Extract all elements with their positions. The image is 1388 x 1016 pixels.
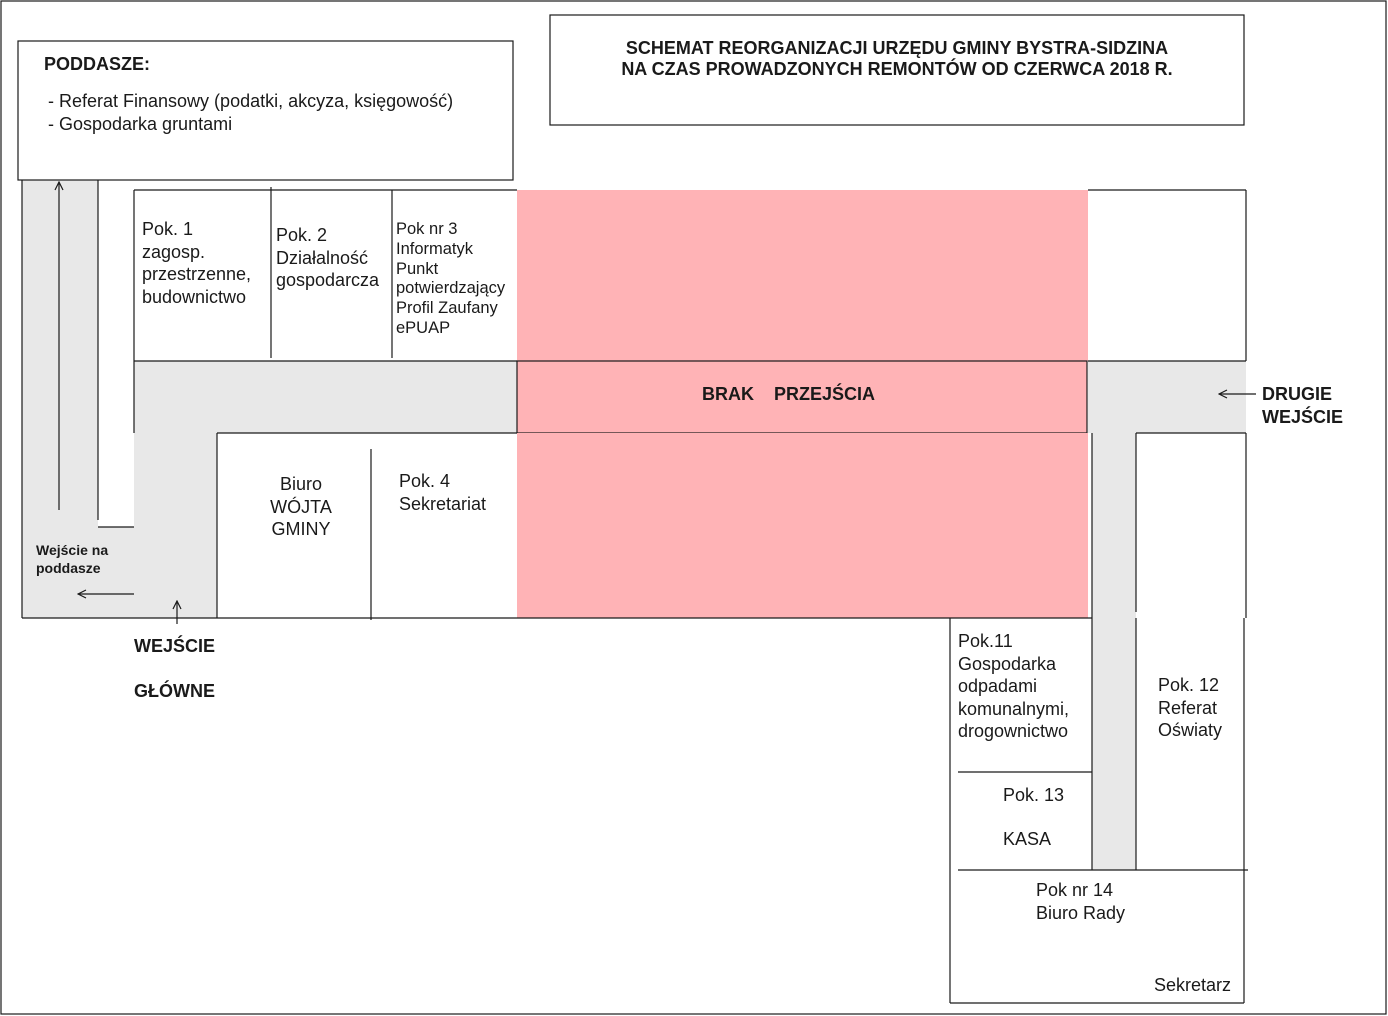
room-label: Biuro [279,474,323,494]
room-label: Punkt [396,259,439,278]
room-pok-13-number: Pok. 13 [1003,785,1065,805]
room-pok-2: Pok. 2 Działalność gospodarcza [276,224,379,292]
attic-entrance-label: Wejście na poddasze [36,541,108,577]
room-number: Pok. 2 [276,225,328,245]
room-label: Profil Zaufany [396,299,498,318]
room-number: Pok nr 3 [396,220,458,238]
room-label: drogownictwo [958,721,1069,741]
room-number: Pok. 4 [399,471,451,491]
room-label: Biuro Rady [1036,902,1126,923]
room-label: potwierdzający [396,279,506,298]
main-entrance-label-2: GŁÓWNE [134,681,215,701]
room-label: budownictwo [142,286,247,307]
room-mayor-office: Biuro WÓJTA GMINY [236,473,366,541]
room-number: Pok.11 [958,631,1013,651]
room-label: komunalnymi, [958,698,1070,719]
room-number: Pok. 1 [142,219,194,239]
title-line-1: SCHEMAT REORGANIZACJI URZĘDU GMINY BYSTR… [625,38,1169,58]
room-pok-11: Pok.11 Gospodarka odpadami komunalnymi, … [958,630,1069,743]
room-label: WÓJTA [270,496,332,517]
room-number: Pok nr 14 [1036,880,1114,900]
room-label: gospodarcza [276,270,380,290]
room-label: Oświaty [1158,720,1223,740]
room-label: Gospodarka [958,653,1057,674]
room-label: odpadami [958,676,1038,696]
room-pok-1: Pok. 1 zagosp. przestrzenne, budownictwo [142,218,251,308]
attic-list: - Referat Finansowy (podatki, akcyza, ks… [48,90,453,135]
stair-corridor [22,180,98,618]
secretary-label: Sekretarz [1154,975,1232,995]
entrance-text: WEJŚCIE [1262,406,1344,427]
entrance-text: poddasze [36,560,101,577]
room-label: ePUAP [396,318,451,337]
main-entrance-label-1: WEJŚCIE [134,636,216,656]
east-corridor [1088,361,1246,433]
second-entrance-label: DRUGIE WEJŚCIE [1262,383,1343,428]
room-label: Informatyk [396,239,474,258]
room-label: GMINY [271,519,331,539]
closed-zone-middle [516,360,1088,434]
attic-box [17,40,514,181]
entry-hall [98,527,134,618]
main-corridor [134,361,517,433]
attic-heading: PODDASZE: [44,54,151,74]
room-label: Działalność [276,247,369,268]
room-label: przestrzenne, [142,264,252,284]
title-line-2: NA CZAS PROWADZONYCH REMONTÓW OD CZERWCA… [621,58,1173,79]
attic-item: - Gospodarka gruntami [48,113,233,134]
room-pok-4: Pok. 4 Sekretariat [399,470,486,515]
attic-item: - Referat Finansowy (podatki, akcyza, ks… [48,91,454,111]
entry-hall-right [134,433,217,618]
room-number: Pok. 12 [1158,675,1220,695]
south-corridor [1092,433,1136,870]
room-pok-3: Pok nr 3 Informatyk Punkt potwierdzający… [396,220,505,339]
room-label: zagosp. [142,241,206,262]
closed-zone-top [517,190,1088,361]
room-pok-14: Pok nr 14 Biuro Rady [1036,879,1125,924]
room-label: Referat [1158,697,1218,718]
room-pok-13-label: KASA [1003,829,1052,849]
no-passage-label: BRAK PRZEJŚCIA [702,384,876,404]
title-box [549,14,1245,126]
page-title: SCHEMAT REORGANIZACJI URZĘDU GMINY BYSTR… [550,38,1244,79]
entrance-text: DRUGIE [1262,384,1333,404]
room-label: Sekretariat [399,493,487,514]
entrance-text: Wejście na [36,542,109,558]
room-pok-12: Pok. 12 Referat Oświaty [1158,674,1222,742]
closed-zone-bottom [517,433,1088,618]
